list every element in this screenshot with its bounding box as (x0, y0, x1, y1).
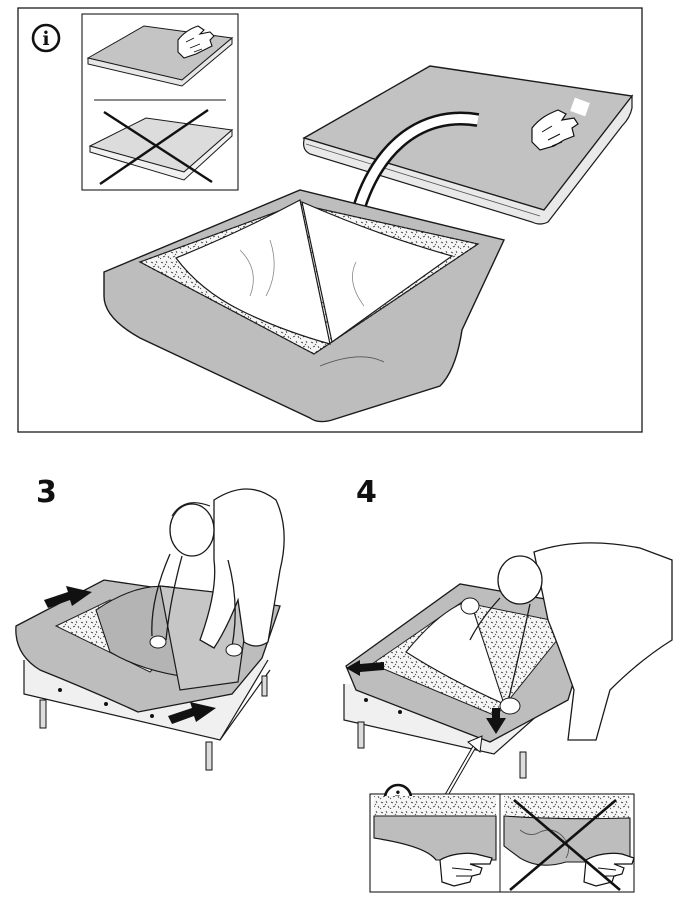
person-head (169, 503, 215, 557)
inset-correct-pad (86, 25, 234, 87)
top-panel-frame (17, 7, 643, 433)
hand-pointer-icon (439, 852, 493, 887)
person-head (497, 555, 543, 605)
inset-correct-corner (373, 796, 497, 887)
info-icon: i (31, 23, 61, 53)
person-step-4 (460, 542, 673, 741)
cross-out-icon (99, 109, 213, 185)
hand-pointer-icon (531, 109, 579, 151)
step-4-illustration: i (343, 542, 673, 893)
step-3-illustration (15, 488, 285, 771)
cross-out-icon (509, 799, 621, 891)
inset-correct-incorrect (81, 13, 239, 191)
inset-incorrect-corner (503, 796, 635, 891)
top-panel: i (17, 7, 643, 433)
hand-pointer-icon (177, 25, 215, 59)
arrow-icon (44, 586, 216, 724)
cushion-pad (302, 65, 634, 225)
inset-correct-incorrect: i (369, 783, 635, 893)
info-icon-letter: i (42, 28, 49, 50)
step-number-4: 4 (356, 475, 377, 510)
person-step-3 (149, 488, 285, 657)
step-number-3: 3 (36, 475, 57, 510)
arrow-icon (346, 660, 506, 797)
inset-incorrect-pad (88, 109, 234, 185)
open-cushion-cover (103, 189, 505, 423)
